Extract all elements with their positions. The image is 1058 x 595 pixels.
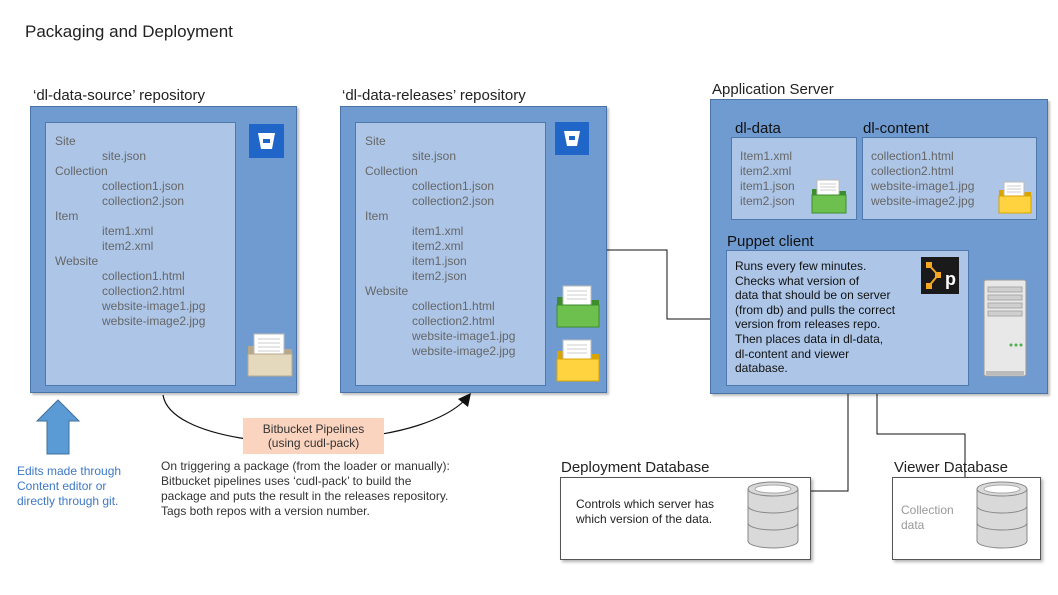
pipeline-arrowhead — [458, 393, 471, 407]
dl-content-file: website-image2.jpg — [871, 194, 975, 208]
tree-category: Site — [55, 134, 76, 148]
trigger-note: On triggering a package (from the loader… — [161, 459, 450, 519]
tree-category: Item — [365, 209, 389, 223]
tree-category: Site — [365, 134, 386, 148]
tree-file: collection2.html — [102, 284, 185, 298]
puppet-line: data that should be on server — [735, 288, 891, 303]
trigger-note-line: package and puts the result in the relea… — [161, 489, 449, 503]
server-icon — [983, 279, 1027, 377]
folder-yellow-icon — [998, 180, 1032, 214]
database-icon — [975, 481, 1029, 549]
puppet-to-deploy-db-line — [810, 385, 849, 492]
tree-file: site.json — [102, 149, 147, 163]
edit-note-line: Content editor or — [17, 479, 107, 493]
tree-file: item2.json — [412, 269, 467, 283]
trigger-note-line: Tags both repos with a version number. — [161, 504, 370, 518]
releases-to-puppet-line — [606, 249, 727, 320]
puppet-letter: p — [945, 269, 956, 289]
source-repo-file-panel — [45, 122, 236, 386]
puppet-line: database. — [735, 361, 788, 376]
edit-note-line: Edits made through — [17, 464, 122, 478]
tree-file: item1.xml — [412, 224, 464, 238]
folder-beige-icon — [246, 330, 294, 378]
dl-data-title: dl-data — [735, 120, 781, 137]
folder-green-icon — [811, 178, 847, 214]
edit-note-line: directly through git. — [17, 494, 119, 508]
tree-file: collection2.json — [412, 194, 495, 208]
trigger-note-line: On triggering a package (from the loader… — [161, 459, 450, 473]
tree-file: collection1.json — [412, 179, 495, 193]
bitbucket-icon — [249, 124, 284, 158]
viewer-db-line: data — [901, 518, 925, 532]
trigger-note-line: Bitbucket pipelines uses ‘cudl-pack’ to … — [161, 474, 412, 488]
bitbucket-icon — [555, 122, 589, 155]
dl-data-file: item2.json — [740, 194, 795, 208]
dl-content-file: website-image1.jpg — [871, 179, 975, 193]
dl-data-file: Item1.xml — [740, 149, 793, 163]
tree-category: Website — [55, 254, 99, 268]
deploy-db-line: Controls which server has — [576, 497, 715, 511]
deploy-db-title: Deployment Database — [561, 459, 710, 476]
tree-file: website-image2.jpg — [412, 344, 516, 358]
folder-yellow-icon — [555, 337, 601, 383]
folder-green-icon — [555, 283, 601, 329]
pipelines-line2: (using cudl-pack) — [267, 436, 360, 450]
viewer-db-title: Viewer Database — [894, 459, 1008, 476]
tree-file: website-image1.jpg — [412, 329, 516, 343]
tree-category: Item — [55, 209, 79, 223]
tree-file: website-image2.jpg — [102, 314, 206, 328]
pipelines-label: Bitbucket Pipelines (using cudl-pack) — [243, 418, 384, 454]
page-title: Packaging and Deployment — [25, 22, 233, 41]
puppet-line: Runs every few minutes. — [735, 259, 867, 273]
dl-content-title: dl-content — [863, 120, 929, 137]
tree-file: collection1.html — [412, 299, 495, 313]
dl-data-panel — [731, 137, 857, 220]
tree-file: collection2.html — [412, 314, 495, 328]
puppet-line: (from db) and pulls the correct — [735, 302, 896, 317]
puppet-line: Then places data in dl-data, — [735, 331, 884, 346]
viewer-db-line: Collection — [901, 503, 954, 517]
releases-repo-title: ‘dl-data-releases’ repository — [342, 87, 526, 104]
database-icon — [746, 481, 800, 549]
tree-file: item1.json — [412, 254, 467, 268]
puppet-title: Puppet client — [727, 233, 814, 250]
tree-file: collection2.json — [102, 194, 185, 208]
dl-content-file: collection2.html — [871, 164, 954, 178]
pipelines-line1: Bitbucket Pipelines — [262, 422, 365, 436]
app-server-title: Application Server — [712, 81, 834, 98]
tree-file: collection1.json — [102, 179, 185, 193]
edit-up-arrow — [35, 399, 81, 455]
puppet-line: Checks what version of — [735, 273, 860, 288]
dl-content-file: collection1.html — [871, 149, 954, 163]
puppet-line: dl-content and viewer — [735, 346, 850, 361]
tree-file: item1.xml — [102, 224, 154, 238]
tree-category: Website — [365, 284, 409, 298]
dl-data-file: item1.json — [740, 179, 795, 193]
tree-file: collection1.html — [102, 269, 185, 283]
tree-category: Collection — [365, 164, 418, 178]
tree-file: website-image1.jpg — [102, 299, 206, 313]
tree-file: site.json — [412, 149, 457, 163]
tree-category: Collection — [55, 164, 108, 178]
puppet-description: Runs every few minutes.Checks what versi… — [735, 259, 895, 376]
puppet-to-viewer-db-line — [876, 385, 966, 484]
puppet-line: version from releases repo. — [735, 317, 881, 332]
puppet-icon: p — [921, 257, 959, 294]
deploy-db-line: which version of the data. — [576, 512, 713, 526]
dl-data-file: item2.xml — [740, 164, 792, 178]
tree-file: item2.xml — [102, 239, 154, 253]
source-repo-title: ‘dl-data-source’ repository — [33, 87, 206, 104]
releases-repo-file-panel — [355, 122, 546, 386]
tree-file: item2.xml — [412, 239, 464, 253]
